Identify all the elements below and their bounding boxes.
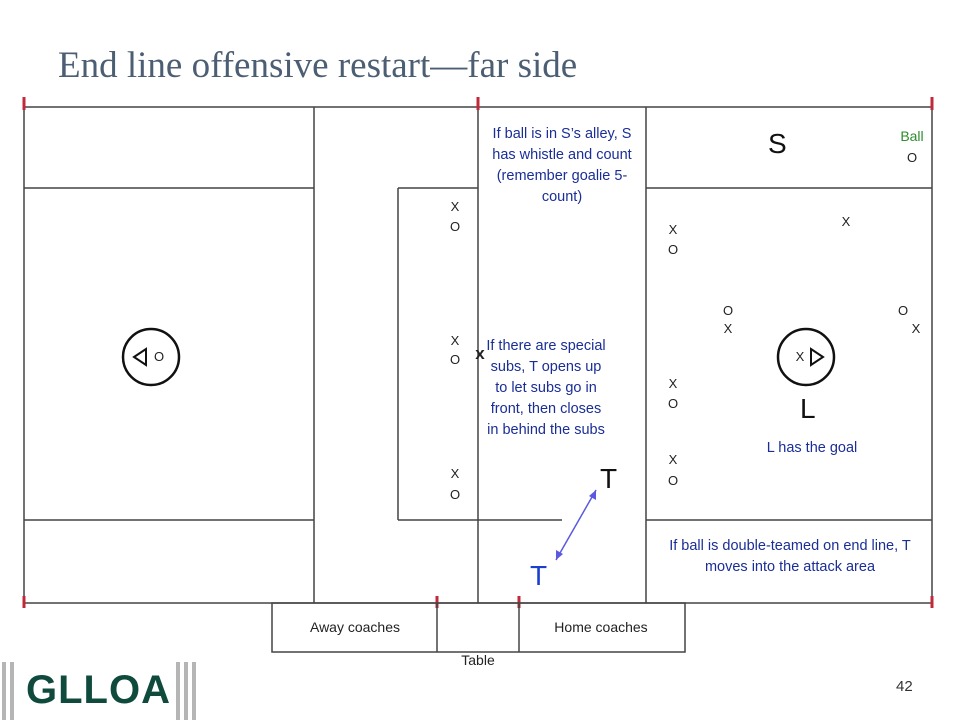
right-o-2: O	[667, 396, 679, 411]
official-t-near: T	[600, 463, 618, 494]
official-t-far: T	[530, 560, 548, 591]
right-goal-x: X	[795, 349, 805, 364]
note-s-alley: If ball is in S’s alley, S has whistle a…	[492, 126, 632, 205]
official-l: L	[800, 393, 816, 424]
note-special-subs: If there are special subs, T opens up to…	[486, 338, 606, 438]
slide-title: End line offensive restart—far side	[58, 45, 578, 86]
right-o-3: O	[667, 473, 679, 488]
right-x-3: X	[668, 452, 678, 467]
logo-stripes	[2, 662, 196, 720]
right-goal-crease	[776, 327, 836, 387]
right-x-2: X	[668, 376, 678, 391]
right-o-1: O	[667, 242, 679, 257]
right-goal-triangle	[810, 347, 825, 367]
left-x-2: X	[450, 333, 460, 348]
left-o-3: O	[449, 487, 461, 502]
attack-x-right: X	[911, 321, 921, 336]
movement-arrow	[555, 489, 597, 561]
page-number: 42	[896, 678, 913, 695]
left-x-1: X	[450, 199, 460, 214]
glloa-logo: GLLOA	[22, 668, 175, 713]
note-l-goal: L has the goal	[766, 440, 858, 456]
right-x-1: X	[668, 222, 678, 237]
left-goal-triangle	[132, 347, 147, 367]
attack-o-left: O	[722, 303, 734, 318]
attack-x-left: X	[723, 321, 733, 336]
note-double-team: If ball is double-teamed on end line, T …	[669, 538, 911, 575]
left-o-1: O	[449, 219, 461, 234]
player-x-bold: x	[475, 344, 485, 363]
table-label: Table	[461, 652, 495, 668]
left-o-2: O	[449, 352, 461, 367]
left-goal-crease	[121, 327, 181, 387]
home-coaches: Home coaches	[554, 619, 648, 635]
attack-o-right: O	[897, 303, 909, 318]
attack-x: X	[841, 214, 851, 229]
official-s: S	[768, 128, 787, 159]
table-area	[271, 602, 686, 653]
ball-o: O	[906, 150, 918, 165]
left-x-3: X	[450, 466, 460, 481]
left-goal-o: O	[153, 349, 165, 364]
away-coaches: Away coaches	[309, 619, 400, 635]
ball-label: Ball	[900, 128, 924, 144]
